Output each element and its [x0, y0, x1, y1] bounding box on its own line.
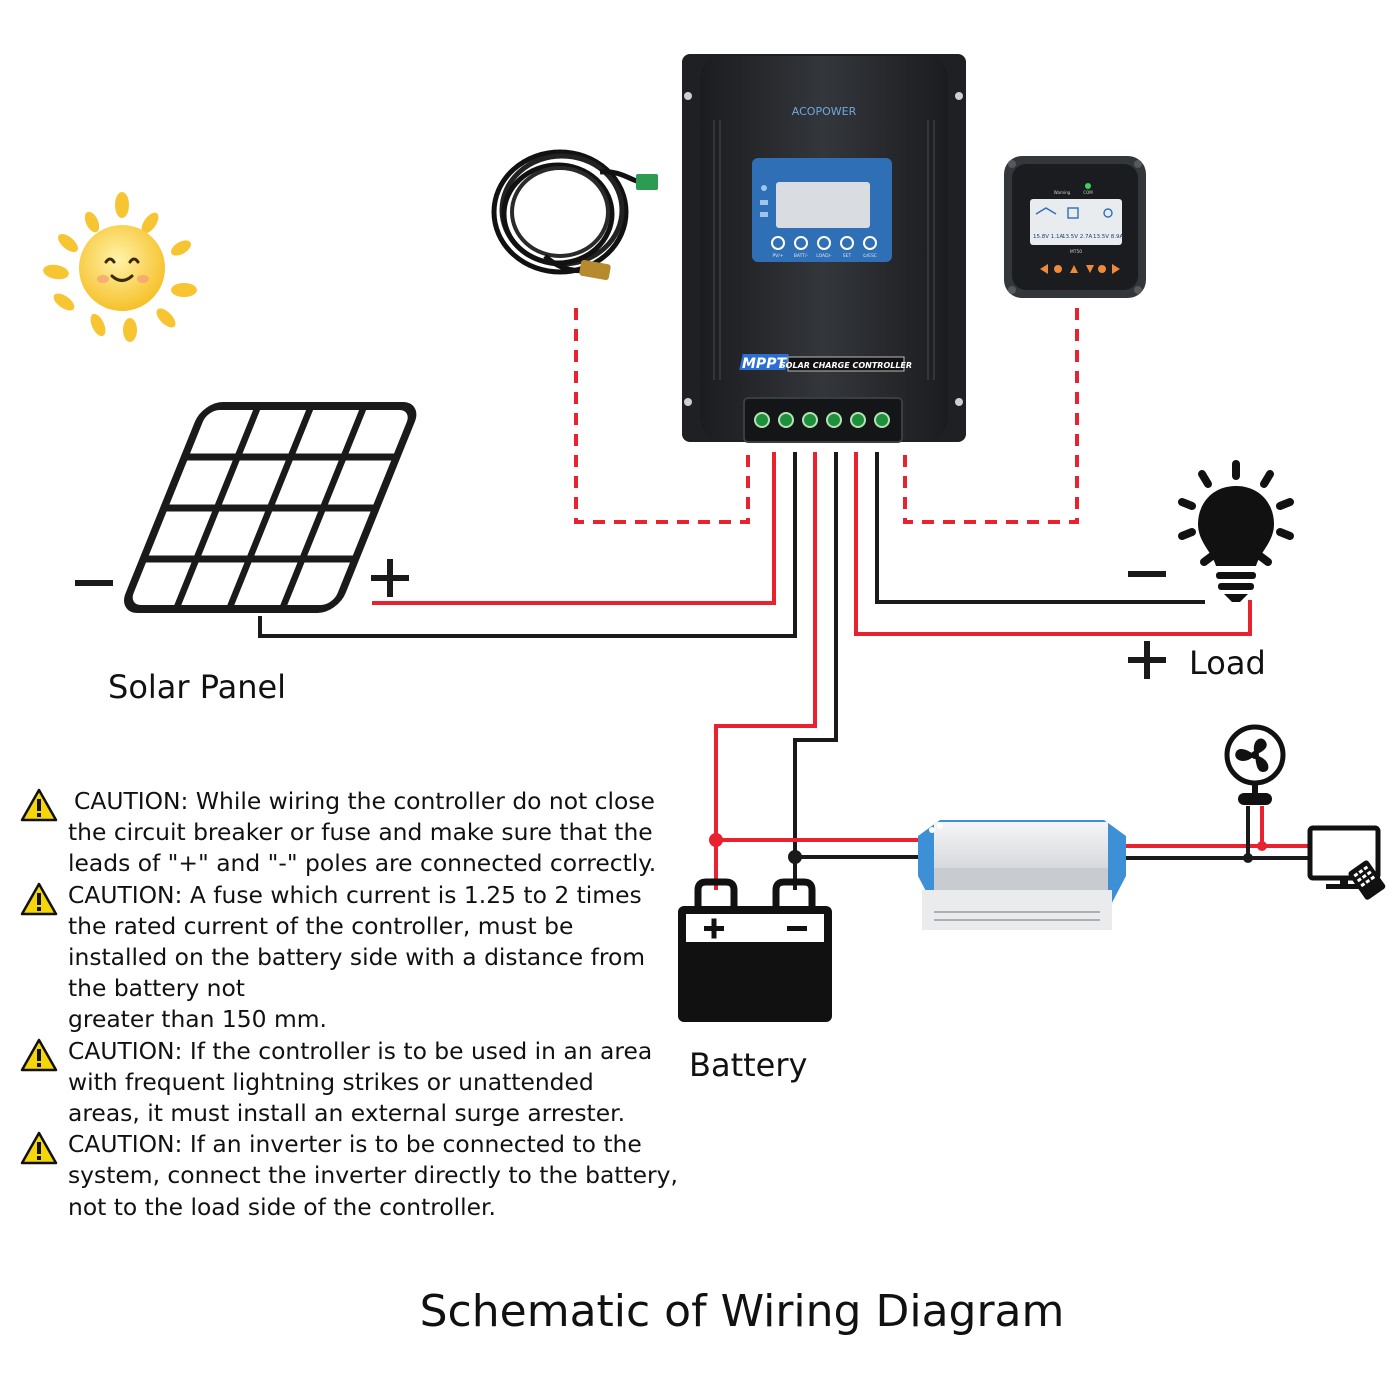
button-label-esc: ⏻/ESC: [863, 253, 877, 259]
load-label: Load: [1189, 644, 1266, 682]
meter-reading-battery: 13.5V 2.7A: [1062, 234, 1093, 240]
solar-panel-label: Solar Panel: [108, 668, 287, 706]
controller-terminals: [754, 412, 890, 428]
controller-status-icons: [760, 185, 768, 217]
caution-line: CAUTION: If the controller is to be used…: [68, 1036, 653, 1065]
warning-icon: [20, 1038, 58, 1071]
controller-buttons: [771, 236, 877, 250]
caution-line: leads of "+" and "-" poles are connected…: [68, 849, 657, 878]
charge-controller: ACOPOWER PV/+ BATT/- LOAD/- SET ⏻/ESC MP…: [682, 54, 966, 443]
light-bulb-icon: [1178, 460, 1294, 602]
caution-line: with frequent lightning strikes or unatt…: [68, 1067, 594, 1096]
meter-com-label: COM: [1083, 190, 1093, 195]
warning-icon: [20, 788, 58, 822]
tv-icon: [1307, 825, 1386, 900]
load-positive-wire: [854, 452, 1252, 636]
load-negative-wire: [875, 452, 1205, 604]
caution-line: installed on the battery side with a dis…: [68, 943, 646, 972]
solar-negative-sign: [75, 580, 113, 586]
controller-terminal-block: [743, 397, 903, 443]
caution-line: CAUTION: A fuse which current is 1.25 to…: [68, 880, 642, 909]
solar-positive-wire: [372, 452, 776, 605]
solar-panel-icon: [124, 402, 417, 613]
warning-icon: [20, 1131, 58, 1165]
caution-item: CAUTION: A fuse which current is 1.25 to…: [20, 880, 670, 1036]
meter-reading-pv: 15.8V 1.1A: [1033, 234, 1064, 240]
caution-line: CAUTION: If an inverter is to be connect…: [68, 1130, 642, 1159]
warning-icon: [20, 882, 58, 915]
load-negative-sign: [1128, 571, 1166, 577]
fan-icon: [1224, 724, 1286, 805]
solar-negative-wire: [258, 452, 797, 638]
caution-item: CAUTION: If an inverter is to be connect…: [20, 1129, 678, 1223]
battery-positive-wire: [714, 452, 817, 890]
button-label-load: LOAD/-: [816, 253, 832, 259]
caution-line: greater than 150 mm.: [68, 1005, 327, 1034]
controller-brand: ACOPOWER: [792, 105, 857, 118]
sun-icon: [43, 192, 197, 342]
button-label-pv: PV/+: [772, 253, 783, 259]
meter-model: MT50: [1070, 249, 1082, 255]
caution-line: CAUTION: While wiring the controller do …: [74, 787, 655, 815]
inverter-positive-wire: [709, 833, 918, 847]
meter-lcd-icons: [1035, 207, 1113, 219]
controller-model-badge: MPPT: [742, 356, 787, 372]
controller-lcd: [776, 182, 870, 228]
ac-output-wires: [1122, 806, 1310, 863]
mounting-holes: [684, 92, 963, 406]
load-positive-sign: [1128, 641, 1166, 679]
controller-model-text: SOLAR CHARGE CONTROLLER: [780, 361, 912, 370]
diagram-caption: Schematic of Wiring Diagram: [419, 1286, 1065, 1337]
button-label-set: SET: [843, 253, 852, 259]
caution-item: CAUTION: If the controller is to be used…: [20, 1036, 670, 1130]
battery-icon: [678, 878, 832, 1022]
battery-negative-wire: [793, 452, 838, 890]
caution-line: areas, it must install an external surge…: [68, 1099, 626, 1128]
caution-line: the rated current of the controller, mus…: [68, 911, 574, 940]
caution-line: the battery not: [68, 974, 245, 1003]
caution-line: system, connect the inverter directly to…: [68, 1161, 678, 1190]
caution-item: CAUTION: While wiring the controller do …: [20, 786, 670, 880]
meter-buttons: [1040, 264, 1120, 274]
button-label-batt: BATT/-: [794, 253, 809, 259]
inverter-negative-wire: [788, 850, 918, 864]
meter-warning-label: Warning: [1054, 190, 1071, 195]
battery-label: Battery: [689, 1046, 808, 1084]
caution-line: not to the load side of the controller.: [68, 1192, 496, 1221]
remote-meter-wire: [903, 308, 1079, 524]
solar-positive-sign: [371, 559, 409, 597]
temperature-sensor-icon: [491, 149, 658, 281]
remote-meter: Warning COM 15.8V 1.1A 13.5V 2.7A 13.5V …: [1004, 156, 1146, 298]
caution-line: the circuit breaker or fuse and make sur…: [68, 818, 653, 847]
temperature-sensor-wire: [574, 308, 750, 524]
meter-lcd: [1030, 199, 1122, 245]
meter-reading-load: 13.5V 8.9A: [1093, 234, 1124, 240]
inverter-icon: [918, 820, 1126, 930]
caution-list: CAUTION: While wiring the controller do …: [20, 786, 678, 1223]
